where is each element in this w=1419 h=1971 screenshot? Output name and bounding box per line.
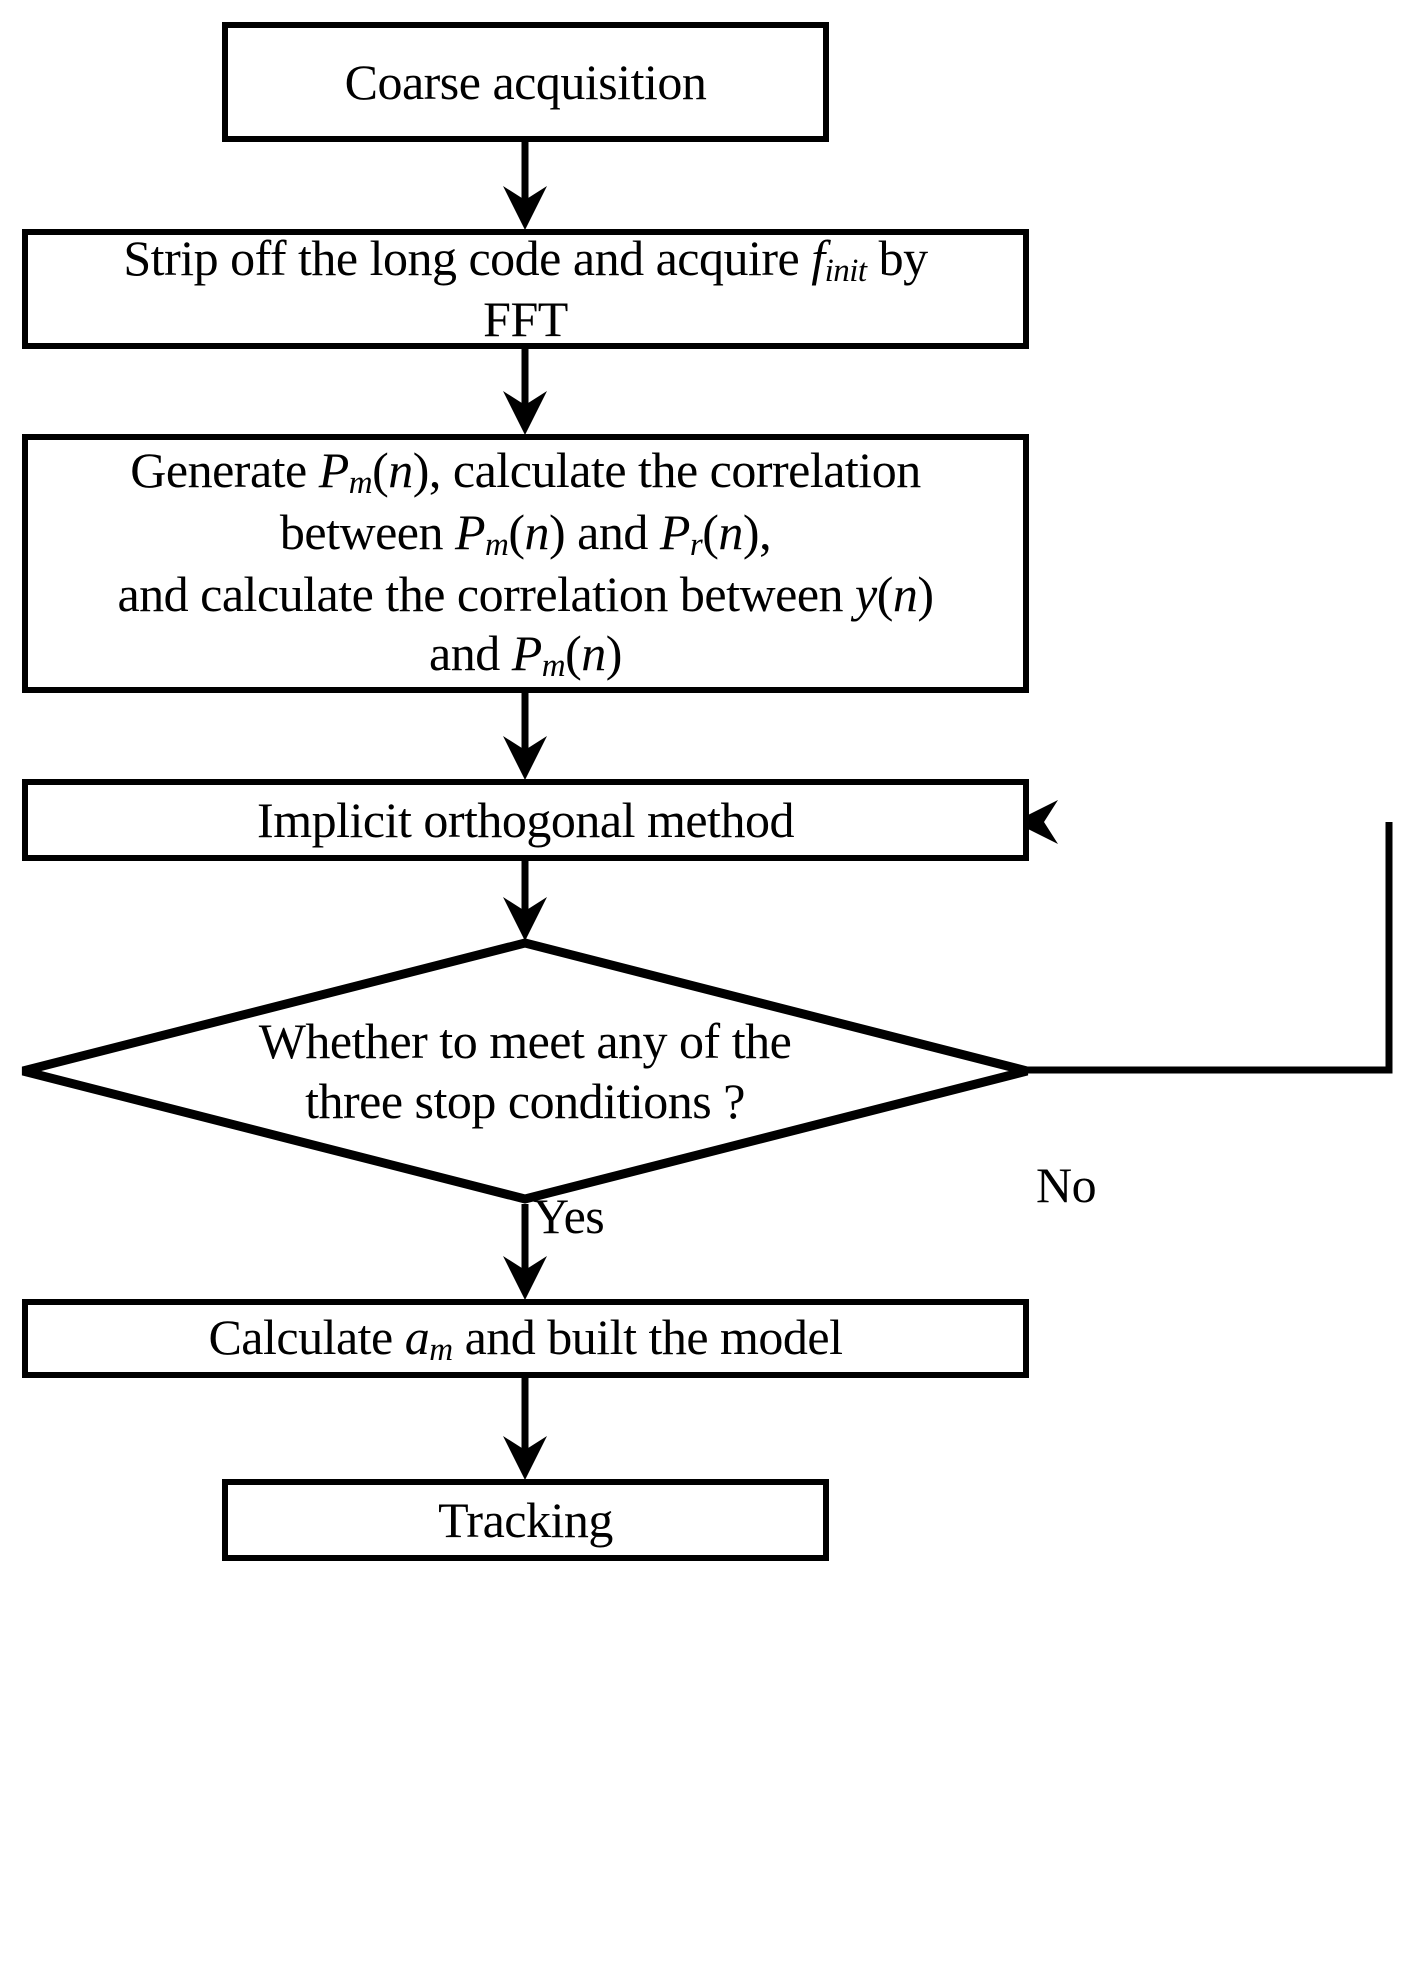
gen-l2-a: between (279, 504, 455, 561)
gen-l4-n: n (581, 624, 606, 681)
gen-l3-n: n (892, 565, 918, 622)
strip-off-line2: FFT (483, 291, 568, 348)
node-generate-pm-correlation[interactable]: Generate Pm(n), calculate the correlatio… (22, 434, 1029, 693)
node-decision-stop-conditions[interactable]: Whether to meet any of the three stop co… (18, 938, 1032, 1204)
node-generate-pm-label: Generate Pm(n), calculate the correlatio… (28, 441, 1023, 686)
gen-l4-c: ) (605, 624, 623, 681)
edge-strip-to-generate (503, 349, 547, 435)
node-calculate-am-build-model[interactable]: Calculate am and built the model (22, 1299, 1029, 1378)
calc-text-b: and built the model (452, 1308, 843, 1365)
gen-l2-d: ( (702, 504, 719, 561)
node-coarse-acquisition-label: Coarse acquisition (344, 53, 707, 110)
edge-label-no: No (1036, 1157, 1097, 1213)
strip-off-var-f: f (811, 229, 825, 286)
node-calculate-am-label: Calculate am and built the model (28, 1308, 1023, 1370)
node-strip-off-label: Strip off the long code and acquire fini… (28, 229, 1023, 350)
gen-l4-b: ( (565, 624, 582, 681)
gen-l4-P: P (511, 624, 543, 681)
gen-l4-sub-m: m (541, 647, 566, 684)
strip-off-sub-init: init (824, 252, 868, 289)
edge-calculate-to-tracking (503, 1378, 547, 1480)
edge-label-yes: Yes (533, 1188, 605, 1244)
gen-l2-sub-m: m (485, 527, 509, 563)
edge-coarse-to-strip (503, 142, 547, 230)
gen-l2-P1: P (454, 504, 486, 561)
edge-decision-no-loop (1014, 800, 1393, 1074)
strip-off-text-b: by (866, 229, 929, 286)
gen-l2-P2: P (659, 504, 691, 561)
gen-l2-b: ( (508, 504, 525, 561)
node-implicit-method-label: Implicit orthogonal method (257, 791, 794, 848)
calc-var-a: a (404, 1308, 430, 1365)
gen-l3-b: ( (876, 565, 894, 622)
node-implicit-orthogonal-method[interactable]: Implicit orthogonal method (22, 779, 1029, 861)
gen-l2-e: ), (742, 504, 772, 561)
gen-l3-y: y (855, 565, 877, 622)
decision-diamond-shape (18, 938, 1032, 1204)
node-tracking[interactable]: Tracking (222, 1479, 829, 1561)
gen-l2-n2: n (718, 504, 743, 561)
strip-off-text-a: Strip off the long code and acquire (123, 229, 812, 286)
gen-l3-c: ) (917, 565, 934, 622)
gen-l2-n1: n (524, 504, 550, 561)
gen-l2-c: ) and (549, 504, 660, 561)
gen-l4-a: and (429, 624, 512, 681)
calc-sub-m: m (429, 1331, 453, 1368)
gen-l3-a: and calculate the correlation between (117, 565, 856, 622)
node-coarse-acquisition[interactable]: Coarse acquisition (222, 22, 829, 142)
gen-l2-sub-r: r (689, 527, 703, 563)
gen-l1-sub-m: m (348, 465, 373, 502)
gen-l1-P: P (318, 442, 350, 499)
edge-implicit-to-decision (503, 861, 547, 941)
gen-l1-n: n (388, 442, 413, 499)
gen-l1-a: Generate (130, 442, 319, 499)
calc-text-a: Calculate (208, 1308, 405, 1365)
node-strip-off-long-code[interactable]: Strip off the long code and acquire fini… (22, 229, 1029, 349)
gen-l1-c: ), calculate the correlation (412, 442, 921, 499)
edge-generate-to-implicit (503, 693, 547, 780)
gen-l1-b: ( (372, 442, 389, 499)
node-tracking-label: Tracking (438, 1491, 613, 1548)
